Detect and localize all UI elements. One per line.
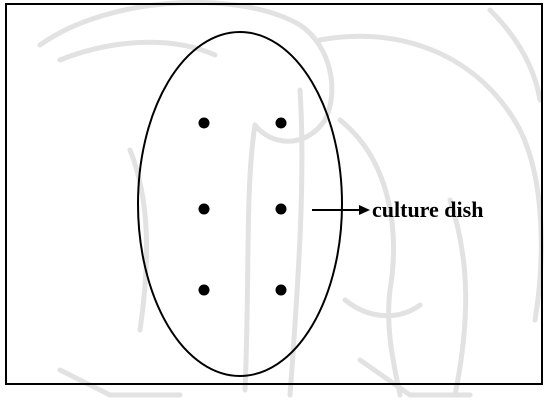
dish-dot bbox=[276, 118, 287, 129]
dish-dot bbox=[199, 285, 210, 296]
dish-dot bbox=[199, 204, 210, 215]
dish-dot bbox=[199, 118, 210, 129]
culture-dish-label: culture dish bbox=[372, 197, 483, 222]
culture-dish-outline bbox=[138, 32, 342, 376]
dish-dot bbox=[276, 204, 287, 215]
dish-dot bbox=[276, 285, 287, 296]
diagram-frame bbox=[6, 4, 542, 384]
